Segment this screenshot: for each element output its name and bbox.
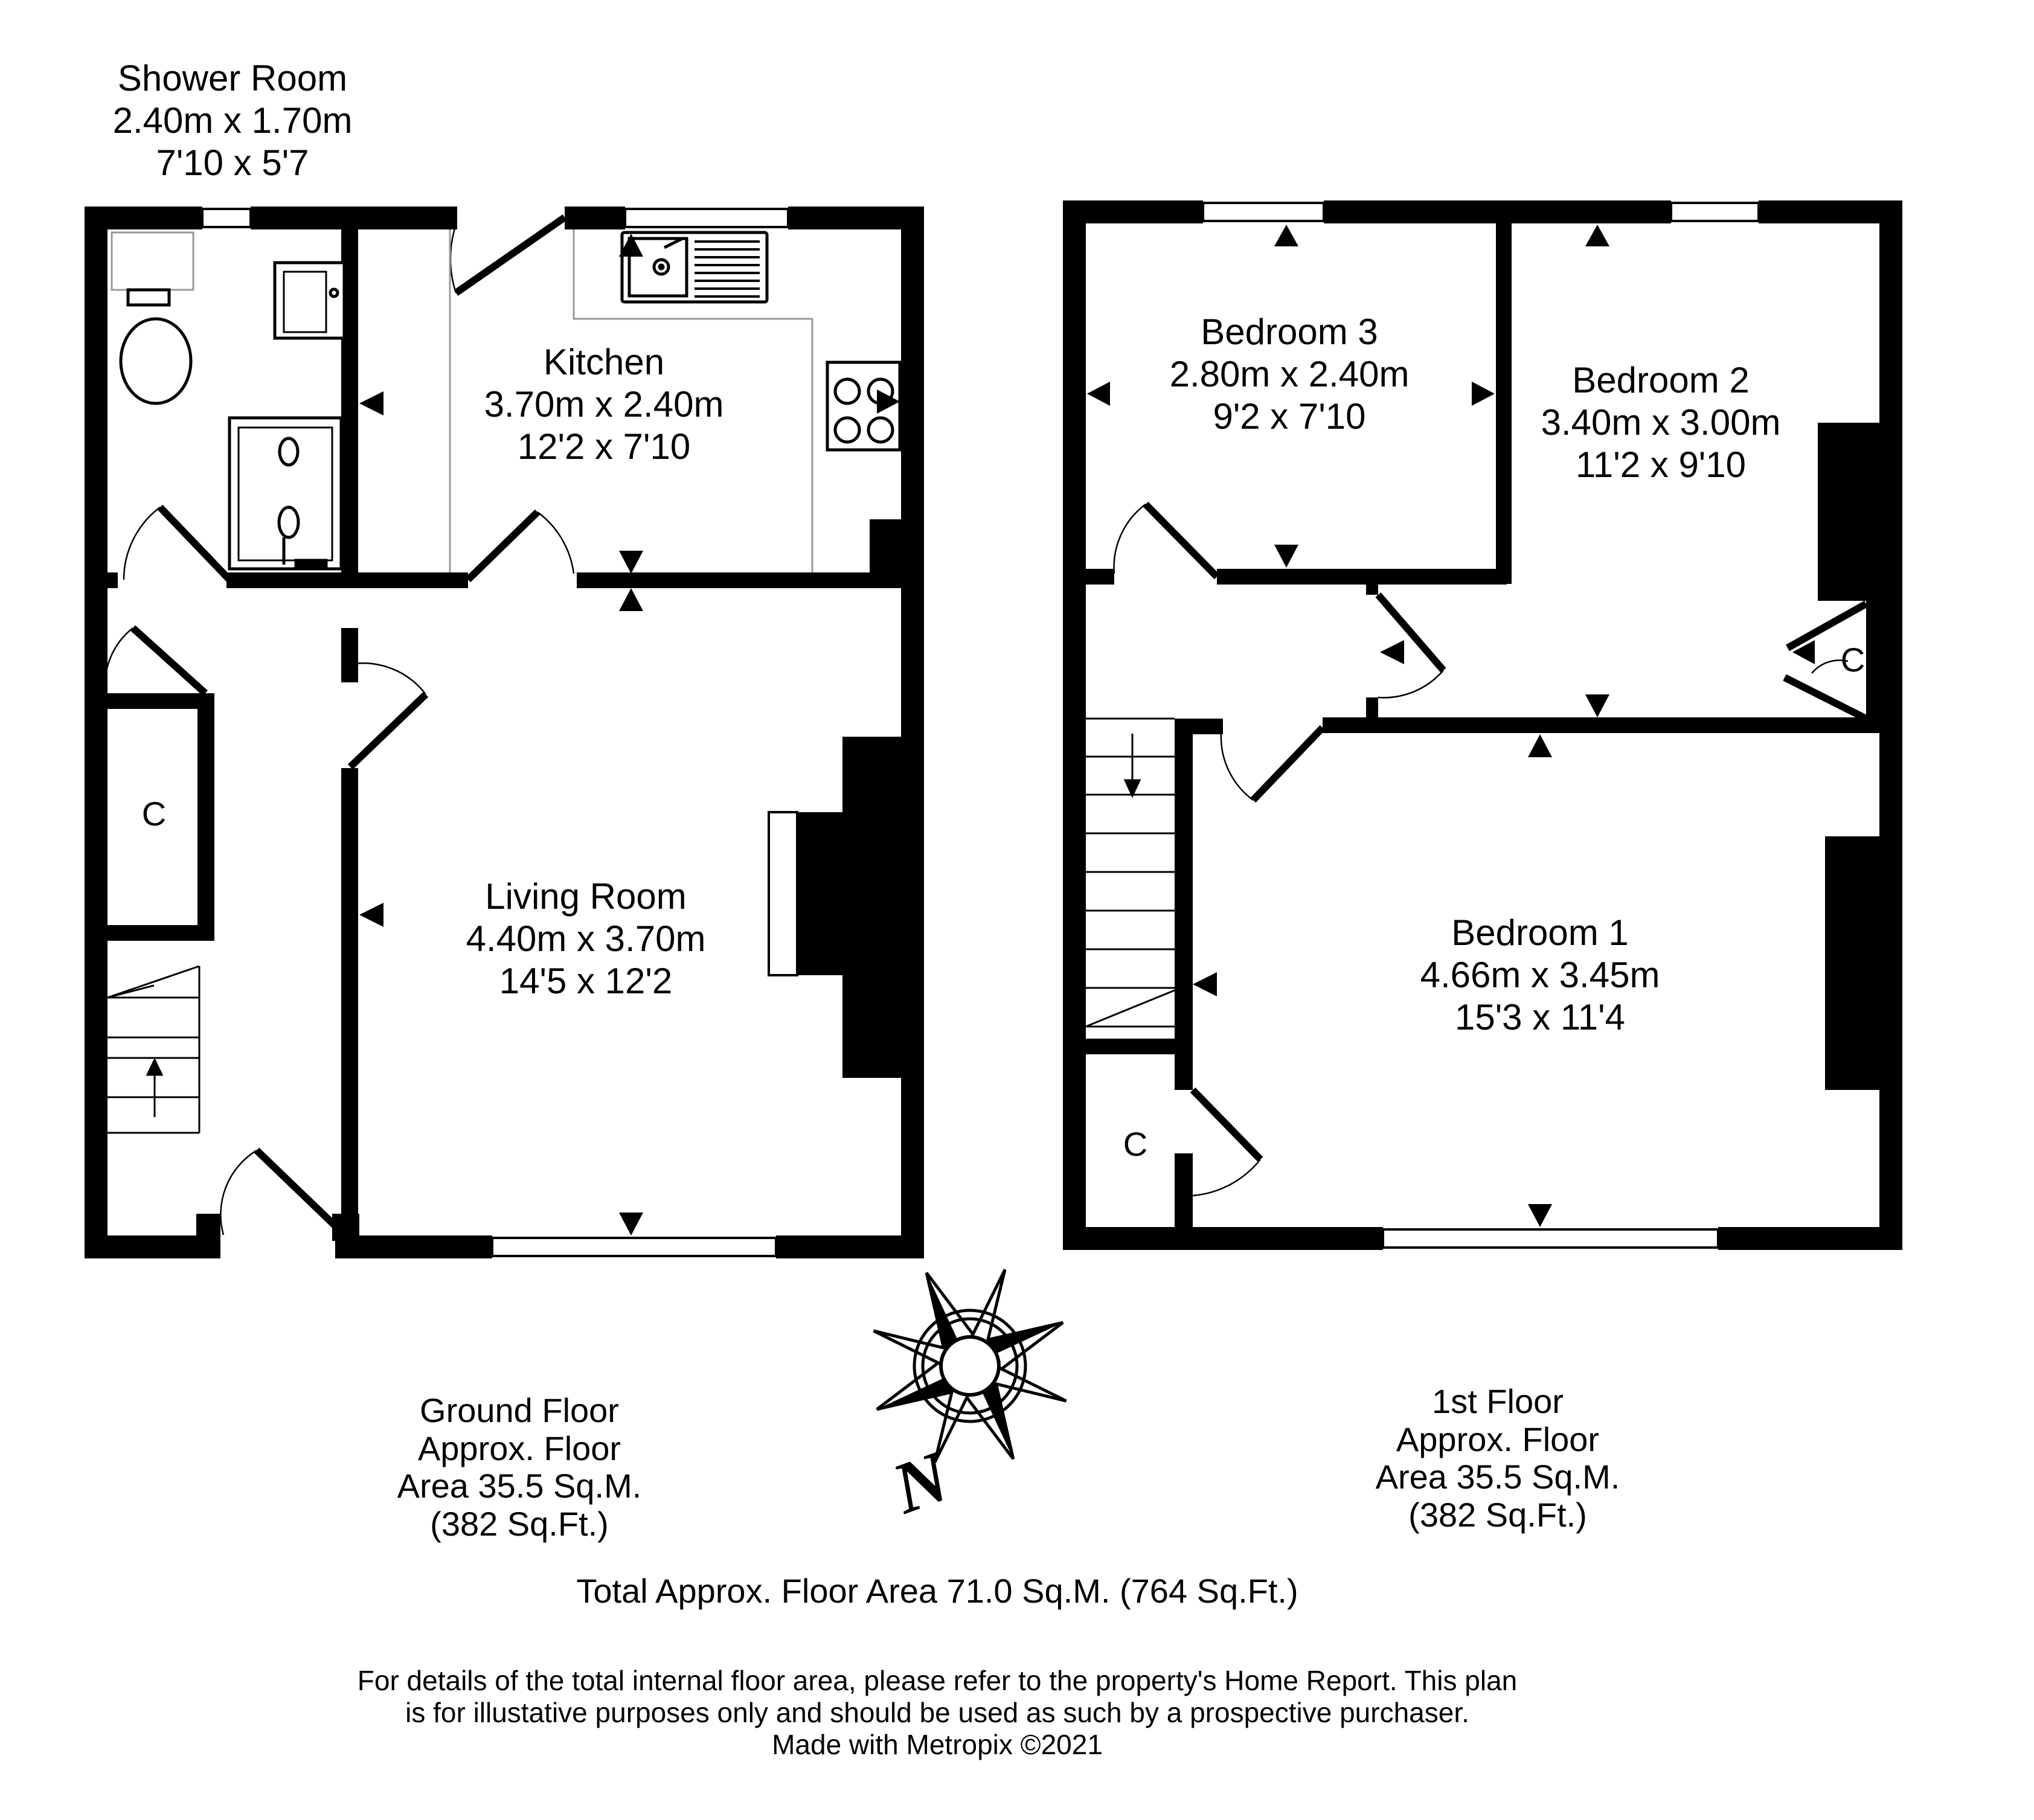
- room-label-kitchen: Kitchen 3.70m x 2.40m 12'2 x 7'10: [484, 341, 724, 469]
- room-label-shower-room: Shower Room 2.40m x 1.70m 7'10 x 5'7: [113, 57, 353, 185]
- area-line: Approx. Floor: [417, 1429, 621, 1467]
- room-size-metric: 2.40m x 1.70m: [112, 100, 353, 141]
- area-line: Area 35.5 Sq.M.: [397, 1467, 642, 1505]
- room-name: Bedroom 2: [1572, 360, 1750, 400]
- stairs: [107, 717, 1175, 1134]
- disclaimer-line: For details of the total internal floor …: [357, 1665, 1518, 1696]
- kitchen-worktop: [449, 229, 813, 572]
- room-size-imperial: 12'2 x 7'10: [517, 426, 691, 467]
- first-stairs: [1085, 717, 1175, 1028]
- area-line: Approx. Floor: [1396, 1420, 1600, 1458]
- first-floor-walls: [1063, 200, 1902, 1250]
- compass-rose-icon: [873, 1269, 1067, 1463]
- room-size-metric: 4.40m x 3.70m: [466, 918, 706, 960]
- room-size-imperial: 7'10 x 5'7: [156, 143, 309, 184]
- room-size-imperial: 14'5 x 12'2: [499, 961, 673, 1002]
- disclaimer-line: is for illustative purposes only and sho…: [405, 1696, 1469, 1728]
- room-size-imperial: 15'3 x 11'4: [1454, 997, 1626, 1038]
- windows: [201, 202, 1760, 1257]
- room-size-metric: 3.70m x 2.40m: [484, 384, 724, 425]
- room-label-living-room: Living Room 4.40m x 3.70m 14'5 x 12'2: [466, 876, 706, 1003]
- room-size-imperial: 11'2 x 9'10: [1575, 444, 1747, 485]
- area-line: (382 Sq.Ft.): [430, 1505, 609, 1543]
- area-line: Area 35.5 Sq.M.: [1375, 1458, 1620, 1496]
- room-label-bedroom-2: Bedroom 2 3.40m x 3.00m 11'2 x 9'10: [1541, 359, 1781, 487]
- room-size-metric: 4.66m x 3.45m: [1420, 955, 1660, 996]
- room-size-metric: 2.80m x 2.40m: [1169, 354, 1410, 395]
- closet-label-bedroom-2: C: [1840, 641, 1866, 679]
- room-name: Bedroom 1: [1451, 912, 1629, 953]
- closet-label-ground: C: [141, 795, 167, 833]
- room-size-metric: 3.40m x 3.00m: [1541, 402, 1781, 443]
- total-floor-area: Total Approx. Floor Area 71.0 Sq.M. (764…: [576, 1572, 1298, 1610]
- ground-floor-area: Ground Floor Approx. Floor Area 35.5 Sq.…: [397, 1391, 642, 1543]
- measurement-arrows: [359, 225, 1815, 1235]
- room-size-imperial: 9'2 x 7'10: [1213, 396, 1366, 437]
- fireplace-hearth: [768, 811, 798, 976]
- ground-stairs: [107, 965, 201, 1134]
- floor-name: Ground Floor: [420, 1391, 619, 1429]
- cistern-icon: [111, 231, 194, 291]
- shower-room-fixtures: [111, 231, 346, 571]
- floor-name: 1st Floor: [1432, 1382, 1564, 1420]
- area-line: (382 Sq.Ft.): [1408, 1496, 1587, 1534]
- kitchen-sink-icon: [620, 231, 769, 304]
- disclaimer: For details of the total internal floor …: [358, 1665, 1517, 1761]
- room-name: Living Room: [485, 876, 687, 917]
- doors: [104, 214, 1868, 1235]
- toilet-icon: [126, 288, 171, 307]
- copyright-line: Made with Metropix ©2021: [772, 1728, 1103, 1760]
- room-name: Bedroom 3: [1201, 312, 1378, 352]
- room-name: Kitchen: [543, 342, 665, 382]
- room-name: Shower Room: [117, 58, 348, 98]
- room-label-bedroom-3: Bedroom 3 2.80m x 2.40m 9'2 x 7'10: [1170, 311, 1410, 438]
- closet-label-first-floor: C: [1123, 1125, 1148, 1163]
- ground-floor-walls: [85, 207, 924, 1258]
- first-floor-area: 1st Floor Approx. Floor Area 35.5 Sq.M. …: [1375, 1382, 1620, 1534]
- room-label-bedroom-1: Bedroom 1 4.66m x 3.45m 15'3 x 11'4: [1420, 912, 1660, 1039]
